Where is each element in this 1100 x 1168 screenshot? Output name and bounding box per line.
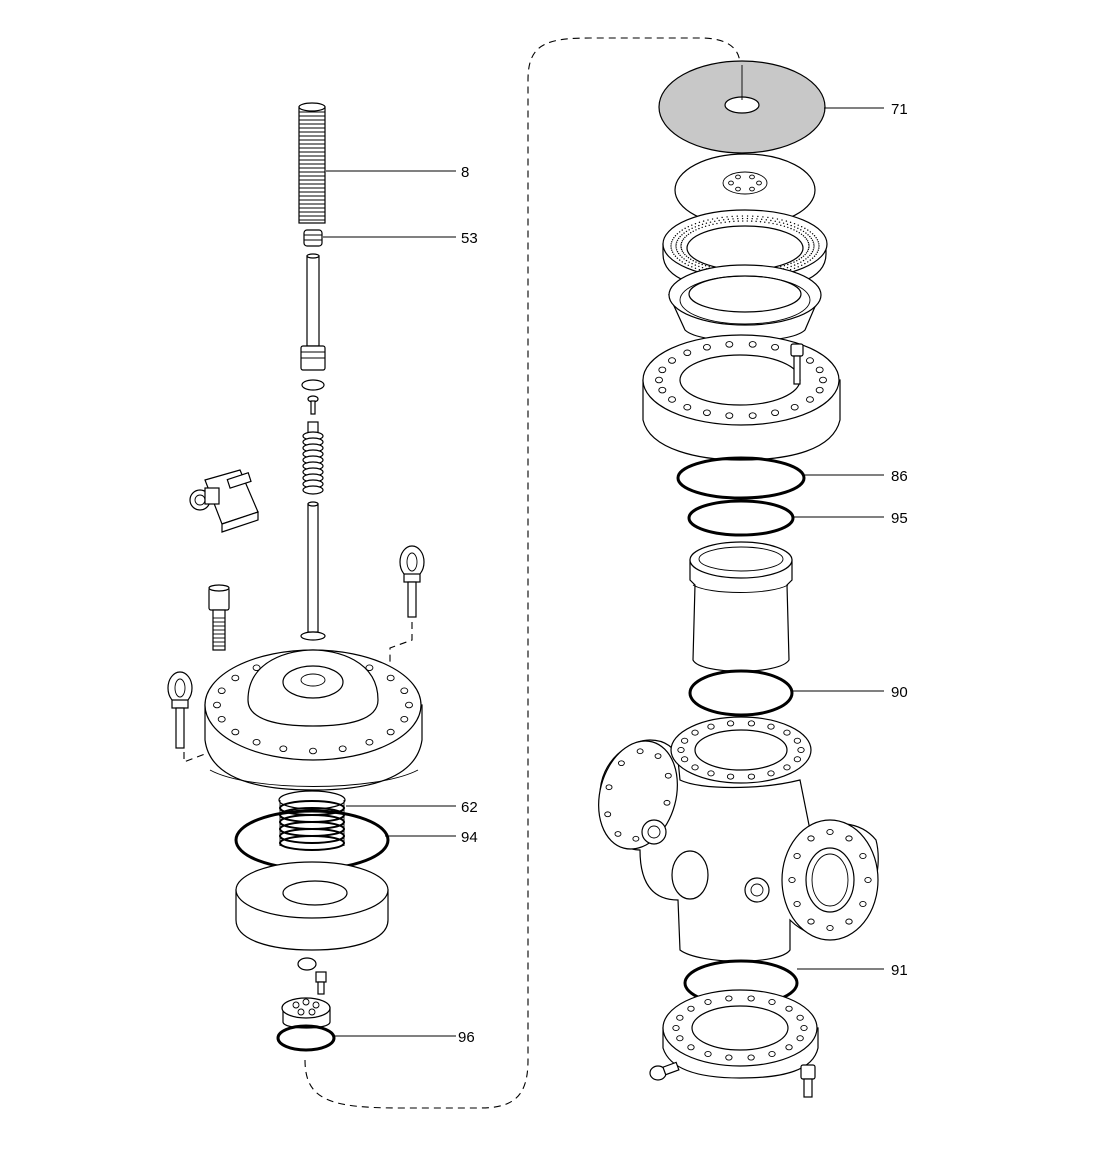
small-nut	[303, 229, 323, 247]
assembly-connector-line	[304, 37, 741, 1109]
o-ring-90	[688, 669, 794, 717]
callout-label-53: 53	[461, 230, 478, 247]
seat-ring	[668, 264, 822, 342]
upper-rod	[300, 253, 326, 391]
callout-label-95: 95	[891, 510, 908, 527]
o-ring-95	[687, 499, 795, 537]
grey-disc	[658, 60, 826, 154]
rod-spring	[302, 421, 324, 495]
small-screw	[315, 971, 327, 995]
callouts: 8 53 62 94 96 71 86 95 90 91	[323, 101, 908, 1046]
callout-label-86: 86	[891, 468, 908, 485]
o-ring-86	[676, 456, 806, 500]
cap-screw	[208, 584, 230, 651]
lower-cup	[235, 861, 389, 951]
left-assembly	[167, 102, 425, 1052]
eye-bolt-right	[399, 545, 425, 618]
valve-plug	[281, 997, 331, 1029]
callout-label-62: 62	[461, 799, 478, 816]
right-assembly	[598, 60, 879, 1098]
bottom-bolt-left	[649, 1061, 680, 1081]
callout-label-94: 94	[461, 829, 478, 846]
small-o-ring	[276, 1024, 336, 1052]
lower-rod	[300, 501, 326, 641]
cylinder-sleeve	[689, 541, 793, 672]
callout-label-96: 96	[458, 1029, 475, 1046]
bottom-flange	[662, 989, 819, 1079]
valve-body	[598, 716, 879, 962]
callout-label-8: 8	[461, 164, 469, 181]
main-spring	[278, 790, 346, 851]
threaded-sleeve	[298, 102, 326, 224]
eye-bolt-right-path	[389, 622, 413, 665]
small-pin	[307, 395, 319, 415]
callout-label-71: 71	[891, 101, 908, 118]
callout-label-90: 90	[891, 684, 908, 701]
flange-bolt	[790, 343, 804, 385]
upper-flange	[642, 334, 841, 461]
mounting-bracket	[189, 469, 259, 533]
perforated-plate	[674, 153, 816, 227]
large-o-ring	[234, 809, 390, 871]
eye-bolt-left	[167, 671, 193, 749]
small-plug	[297, 957, 317, 971]
bottom-bolt-right	[800, 1064, 816, 1098]
upper-housing	[204, 649, 423, 791]
callout-label-91: 91	[891, 962, 908, 979]
